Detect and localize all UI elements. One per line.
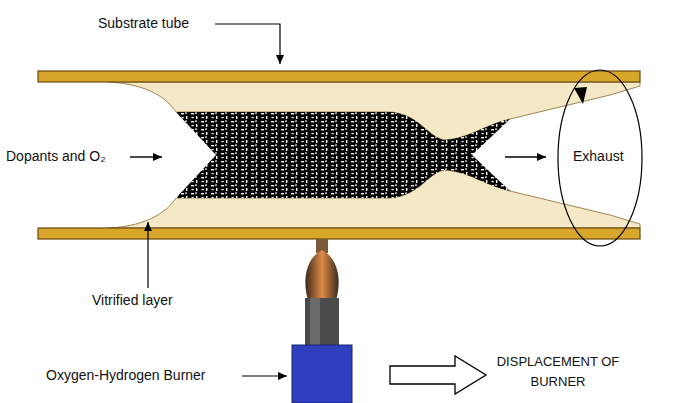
motion-label: DISPLACEMENT OF BURNER <box>493 352 623 391</box>
flow-label: Exhaust <box>573 148 624 165</box>
part-label: Substrate tube <box>98 15 189 32</box>
displacement-arrow <box>390 356 486 394</box>
tube-wall <box>38 228 640 239</box>
rotation-arrow <box>558 70 642 246</box>
burner <box>292 239 352 403</box>
tube-wall <box>38 71 640 82</box>
part-label: Oxygen-Hydrogen Burner <box>46 367 206 384</box>
vitrified-layer <box>108 82 640 228</box>
flow-label: Dopants and O₂ <box>6 148 106 165</box>
soot-deposit <box>176 112 510 198</box>
part-label: Vitrified layer <box>92 292 173 309</box>
